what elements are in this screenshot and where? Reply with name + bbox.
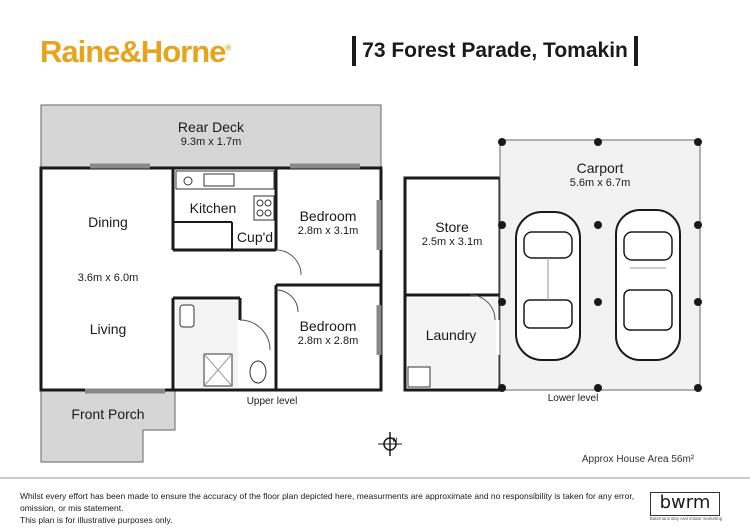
upper-level-label: Upper level: [246, 396, 298, 407]
bedroom2-dim: 2.8m x 2.8m: [297, 335, 359, 347]
lower-level-label: Lower level: [547, 393, 599, 404]
living-label: Living: [89, 321, 127, 337]
north-compass-icon: [378, 432, 402, 456]
car-icon: [615, 209, 681, 361]
compass-north-label: N: [392, 438, 398, 444]
store-dim: 2.5m x 3.1m: [421, 236, 483, 248]
laundry-label: Laundry: [425, 327, 477, 343]
living-dim: 3.6m x 6.0m: [77, 272, 139, 284]
kitchen-label: Kitchen: [189, 200, 237, 216]
kitchen-sink: [203, 173, 235, 187]
cupboard-label: Cup'd: [236, 229, 274, 245]
disclaimer-line-1: Whilst every effort has been made to ens…: [20, 491, 635, 513]
brand-name: Raine&Horne: [40, 34, 226, 69]
dining-label: Dining: [88, 214, 128, 230]
rear-deck-label: Rear Deck: [177, 119, 245, 135]
house-area-label: Approx House Area 56m²: [581, 454, 695, 465]
bathroom-vanity: [179, 304, 195, 328]
store-label: Store: [435, 219, 469, 235]
laundry-tub: [407, 366, 431, 388]
bedroom1-label: Bedroom: [299, 208, 357, 224]
rear-deck-dim: 9.3m x 1.7m: [180, 136, 242, 148]
disclaimer-line-2: This plan is for illustrative purposes o…: [20, 515, 173, 525]
cooktop: [253, 195, 275, 221]
bedroom2-label: Bedroom: [299, 318, 357, 334]
registered-mark: ®: [225, 43, 232, 53]
carport-dim: 5.6m x 6.7m: [569, 177, 631, 189]
property-address: 73 Forest Parade, Tomakin: [352, 36, 638, 66]
front-porch-label: Front Porch: [71, 406, 145, 422]
disclaimer: Whilst every effort has been made to ens…: [20, 490, 660, 526]
car-icon: [515, 211, 581, 361]
front-porch-area: [40, 389, 176, 463]
rear-deck-area: [40, 104, 382, 169]
brand-logo: Raine&Horne®: [40, 34, 231, 70]
bedroom1-dim: 2.8m x 3.1m: [297, 225, 359, 237]
toilet: [249, 360, 267, 384]
bwrm-tagline: Batemans Bay real estate marketing: [649, 516, 723, 521]
kitchen-bench: [175, 170, 275, 190]
carport-label: Carport: [576, 160, 624, 176]
bwrm-logo: bwrm: [650, 492, 720, 516]
